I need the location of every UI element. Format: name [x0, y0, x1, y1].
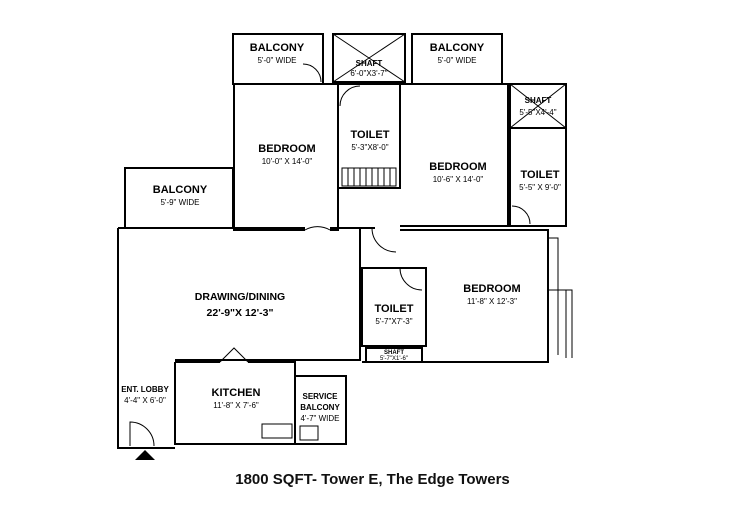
entrance-arrow-icon: [135, 450, 155, 460]
bedroom-2-name: BEDROOM: [429, 161, 486, 173]
drawing-dining-name: DRAWING/DINING: [195, 291, 285, 303]
service-balcony-name-line2: BALCONY: [300, 403, 340, 412]
door-swing-bedroom-2: [371, 227, 397, 253]
balcony-right-size: 5'-0" WIDE: [437, 56, 476, 65]
balcony-drawing-size: 5'-9" WIDE: [160, 198, 199, 207]
toilet-3-name: TOILET: [375, 303, 414, 315]
toilet-1-name: TOILET: [351, 129, 390, 141]
door-swing-kitchen: [219, 347, 249, 363]
shaft-right-size: 5'-5"X4'-4": [519, 108, 556, 117]
balcony-right-name: BALCONY: [430, 42, 485, 54]
door-swing-bedroom-1: [304, 226, 331, 231]
door-swing-toilet-2: [511, 205, 531, 225]
shaft-top-size: 6'-0"X3'-7": [350, 69, 387, 78]
service-sink: [299, 425, 319, 441]
door-swing-toilet-1: [339, 85, 361, 107]
toilet-1-size: 5'-3"X8'-0": [351, 143, 388, 152]
balcony-railing: [548, 237, 573, 358]
balcony-drawing-name: BALCONY: [153, 184, 208, 196]
shaft-right-cross: [509, 83, 567, 129]
toilet-2-outline: [509, 127, 567, 227]
toilet-1-outline: [337, 83, 401, 189]
bedroom-1-size: 10'-0" X 14'-0": [262, 157, 313, 166]
balcony-left-name: BALCONY: [250, 42, 305, 54]
balcony-left-size: 5'-0" WIDE: [257, 56, 296, 65]
door-swing-entrance: [129, 421, 155, 447]
drawing-dining-size: 22'-9"X 12'-3": [207, 307, 274, 319]
door-swing-toilet-3: [399, 267, 423, 291]
bedroom-3-name: BEDROOM: [463, 283, 520, 295]
toilet-2-name: TOILET: [521, 169, 560, 181]
vent-hatch: [341, 167, 397, 187]
bedroom-3-walls: [362, 229, 549, 363]
toilet-3-outline: [361, 267, 427, 347]
service-balcony-outline: [294, 375, 347, 445]
floor-plan: BALCONY 5'-0" WIDE SHAFT 6'-0"X3'-7" BAL…: [117, 33, 573, 460]
service-balcony-size: 4'-7" WIDE: [300, 414, 339, 423]
door-swing-balcony: [302, 63, 322, 83]
shaft-right-name: SHAFT: [525, 96, 552, 105]
shaft-top-cross: [332, 33, 406, 83]
kitchen-sink: [261, 423, 293, 439]
shaft-small-name: SHAFT: [384, 350, 404, 356]
toilet-2-size: 5'-5" X 9'-0": [519, 183, 561, 192]
ent-lobby-size: 4'-4" X 6'-0": [124, 396, 166, 405]
bedroom-1-name: BEDROOM: [258, 143, 315, 155]
service-balcony-name-line1: SERVICE: [303, 392, 339, 401]
shaft-small-size: 5'-7"X1'-6": [380, 356, 408, 362]
ent-lobby-name: ENT. LOBBY: [121, 385, 169, 394]
bedroom-2-size: 10'-6" X 14'-0": [433, 175, 484, 184]
kitchen-name: KITCHEN: [212, 387, 261, 399]
bedroom-3-size: 11'-8" X 12'-3": [467, 297, 517, 306]
bedroom-2-walls: [400, 83, 509, 227]
kitchen-size: 11'-8" X 7'-6": [213, 401, 259, 410]
shaft-top-outline: [332, 33, 406, 83]
plan-caption: 1800 SQFT- Tower E, The Edge Towers: [235, 471, 510, 488]
toilet-3-size: 5'-7"X7'-3": [375, 317, 412, 326]
shaft-top-name: SHAFT: [356, 59, 383, 68]
shaft-small-outline: [365, 347, 423, 363]
